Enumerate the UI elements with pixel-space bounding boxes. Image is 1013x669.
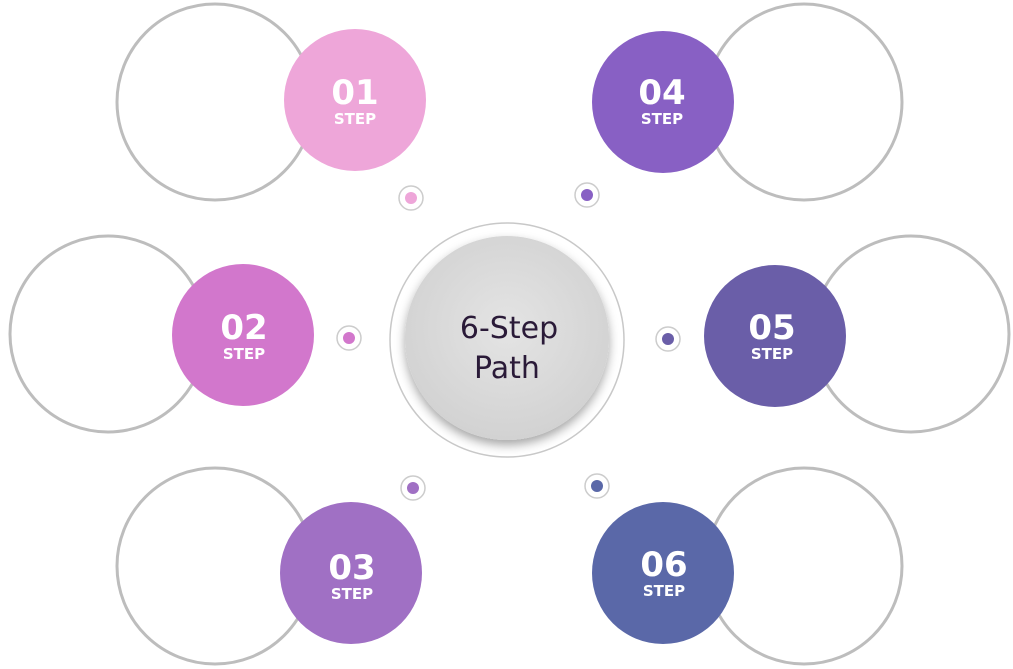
- ring-step-4: [704, 2, 904, 202]
- center-circle: [405, 236, 609, 440]
- step-label-6: STEP: [643, 582, 685, 600]
- step-badge-5: 05 STEP: [704, 265, 846, 407]
- connector-dot-3: [400, 475, 426, 501]
- center-title-line1: 6-Step: [460, 311, 558, 346]
- ring-step-6: [704, 466, 904, 666]
- step-number-6: 06: [640, 545, 687, 585]
- ring-step-1: [115, 2, 315, 202]
- step-label-3: STEP: [331, 585, 373, 603]
- step-badge-6: 06 STEP: [592, 502, 734, 644]
- step-badge-1: 01 STEP: [284, 29, 426, 171]
- connector-dot-5: [655, 326, 681, 352]
- center-title-line2: Path: [474, 351, 540, 386]
- step-badge-3: 03 STEP: [280, 502, 422, 644]
- step-label-2: STEP: [223, 345, 265, 363]
- step-label-5: STEP: [751, 345, 793, 363]
- step-number-2: 02: [220, 308, 267, 348]
- connector-dot-1: [398, 185, 424, 211]
- connector-dot-6: [584, 473, 610, 499]
- connector-dot-4: [574, 182, 600, 208]
- step-label-1: STEP: [334, 110, 376, 128]
- step-badge-2: 02 STEP: [172, 264, 314, 406]
- step-number-4: 04: [638, 73, 685, 113]
- step-number-1: 01: [331, 73, 378, 113]
- step-number-3: 03: [328, 548, 375, 588]
- connector-dot-2: [336, 325, 362, 351]
- step-badge-4: 04 STEP: [592, 31, 734, 173]
- step-label-4: STEP: [641, 110, 683, 128]
- step-number-5: 05: [748, 308, 795, 348]
